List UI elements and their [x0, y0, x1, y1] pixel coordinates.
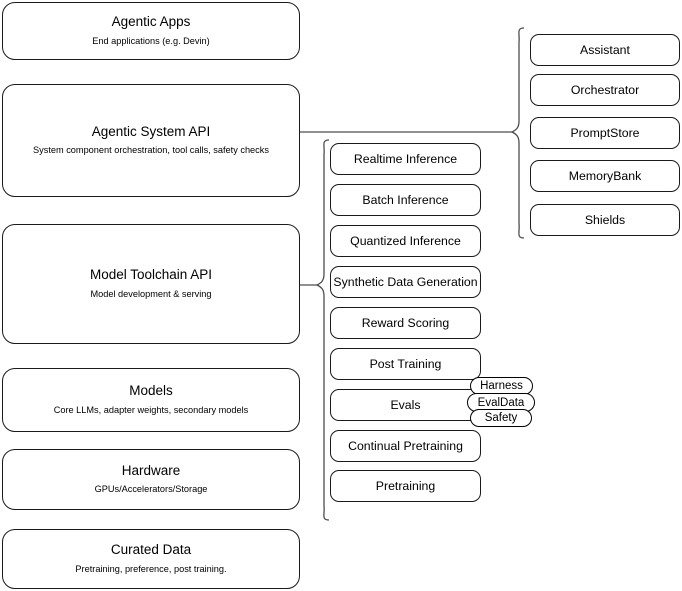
stack-layer-title: Model Toolchain API	[89, 267, 213, 283]
brace-agentic-column	[510, 27, 525, 239]
agentic-item-memorybank[interactable]: MemoryBank	[530, 160, 680, 192]
toolchain-item-synthetic-data-generation[interactable]: Synthetic Data Generation	[330, 266, 481, 298]
toolchain-item-realtime-inference[interactable]: Realtime Inference	[330, 143, 481, 175]
toolchain-item-post-training[interactable]: Post Training	[330, 348, 481, 380]
stack-layer-title: Agentic Apps	[111, 14, 191, 30]
toolchain-item-continual-pretraining[interactable]: Continual Pretraining	[330, 430, 481, 462]
stack-layer-agentic-system-api[interactable]: Agentic System API System component orch…	[2, 84, 300, 197]
toolchain-item-batch-inference[interactable]: Batch Inference	[330, 184, 481, 216]
stack-layer-title: Hardware	[121, 462, 181, 478]
toolchain-item-reward-scoring[interactable]: Reward Scoring	[330, 307, 481, 339]
toolchain-item-pretraining[interactable]: Pretraining	[330, 470, 481, 502]
stack-layer-title: Models	[129, 383, 173, 399]
agentic-item-assistant[interactable]: Assistant	[530, 34, 680, 66]
stack-layer-title: Curated Data	[110, 542, 192, 558]
brace-toolchain-column	[315, 139, 330, 521]
stack-layer-subtitle: Core LLMs, adapter weights, secondary mo…	[53, 404, 249, 415]
stack-layer-hardware[interactable]: Hardware GPUs/Accelerators/Storage	[2, 449, 300, 510]
stack-layer-subtitle: GPUs/Accelerators/Storage	[94, 484, 208, 495]
agentic-item-promptstore[interactable]: PromptStore	[530, 117, 680, 149]
stack-layer-subtitle: System component orchestration, tool cal…	[33, 145, 269, 156]
stack-layer-curated-data[interactable]: Curated Data Pretraining, preference, po…	[2, 529, 300, 589]
stack-layer-subtitle: End applications (e.g. Devin)	[92, 35, 210, 46]
agentic-item-shields[interactable]: Shields	[530, 204, 680, 236]
stack-layer-subtitle: Pretraining, preference, post training.	[75, 563, 227, 574]
stack-layer-model-toolchain-api[interactable]: Model Toolchain API Model development & …	[2, 224, 300, 344]
toolchain-item-evals[interactable]: Evals	[330, 389, 481, 421]
stack-layer-title: Agentic System API	[91, 123, 211, 139]
agentic-item-orchestrator[interactable]: Orchestrator	[530, 74, 680, 106]
stack-layer-models[interactable]: Models Core LLMs, adapter weights, secon…	[2, 368, 300, 432]
stack-layer-agentic-apps[interactable]: Agentic Apps End applications (e.g. Devi…	[2, 2, 300, 60]
eval-tag-safety[interactable]: Safety	[470, 409, 532, 427]
stack-layer-subtitle: Model development & serving	[90, 288, 212, 299]
toolchain-item-quantized-inference[interactable]: Quantized Inference	[330, 225, 481, 257]
